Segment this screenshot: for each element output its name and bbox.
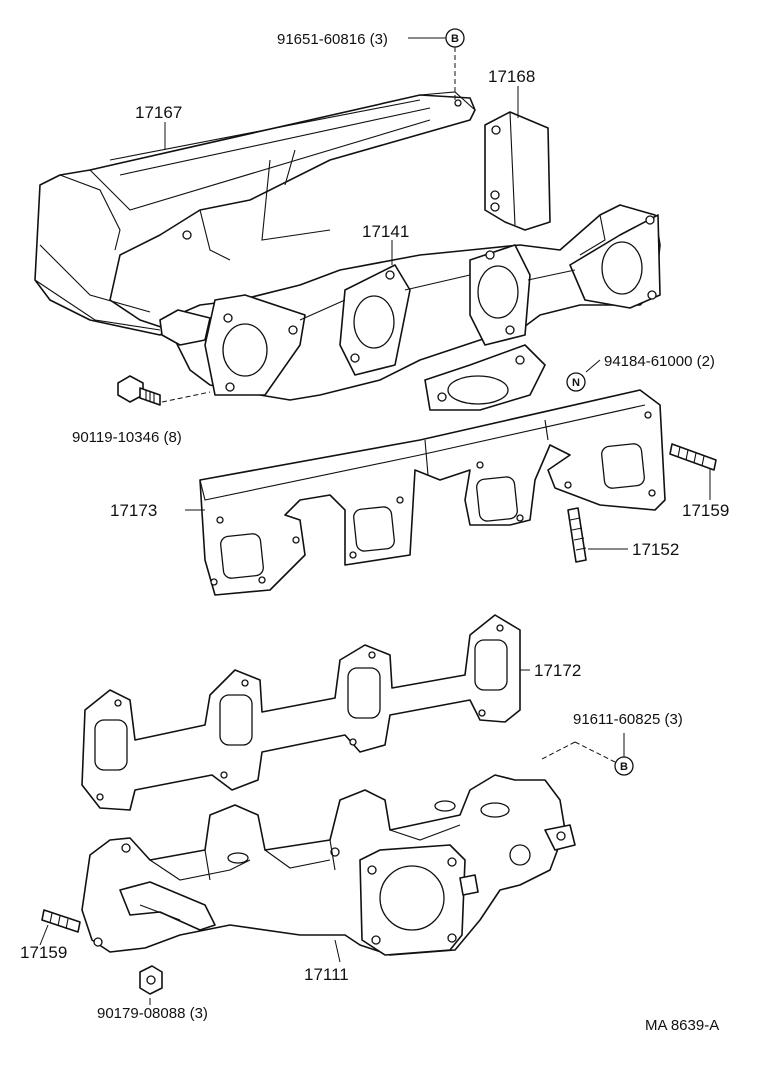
bolt-90119 xyxy=(117,375,211,406)
bracket-17168 xyxy=(484,111,551,231)
nut-90179 xyxy=(139,965,163,995)
label-91611: 91611-60825 (3) xyxy=(573,711,683,728)
label-91651: 91651-60816 (3) xyxy=(277,31,388,48)
label-17152: 17152 xyxy=(632,540,679,559)
label-17141: 17141 xyxy=(362,222,409,241)
heat-insulator-17173 xyxy=(199,389,666,596)
manifold-cover-17141 xyxy=(159,204,661,411)
stud-17152 xyxy=(567,507,587,563)
svg-text:B: B xyxy=(620,761,628,773)
heat-insulator-17167 xyxy=(34,91,476,336)
svg-text:B: B xyxy=(451,33,459,45)
label-94184: 94184-61000 (2) xyxy=(604,353,715,370)
gasket-17172 xyxy=(81,614,521,811)
label-17159-upper: 17159 xyxy=(682,501,729,520)
marker-b-right: B xyxy=(614,756,634,776)
label-17173: 17173 xyxy=(110,501,157,520)
marker-n: N xyxy=(566,372,586,392)
label-17159-lower: 17159 xyxy=(20,943,67,962)
stud-17159-upper xyxy=(669,443,717,471)
label-17167: 17167 xyxy=(135,103,182,122)
part-labels: 91651-60816 (3) 17168 17167 17141 94184-… xyxy=(20,31,729,1034)
label-17111: 17111 xyxy=(304,965,349,984)
svg-text:N: N xyxy=(572,377,580,389)
label-17172: 17172 xyxy=(534,661,581,680)
label-90119: 90119-10346 (8) xyxy=(72,429,182,446)
label-90179: 90179-08088 (3) xyxy=(97,1005,208,1022)
label-17168: 17168 xyxy=(488,67,535,86)
stud-17159-lower xyxy=(41,909,81,933)
exhaust-manifold-17111 xyxy=(81,774,576,956)
leader-lines xyxy=(39,37,711,1005)
reference-code: MA 8639-A xyxy=(645,1017,719,1034)
marker-b-top: B xyxy=(445,28,465,48)
